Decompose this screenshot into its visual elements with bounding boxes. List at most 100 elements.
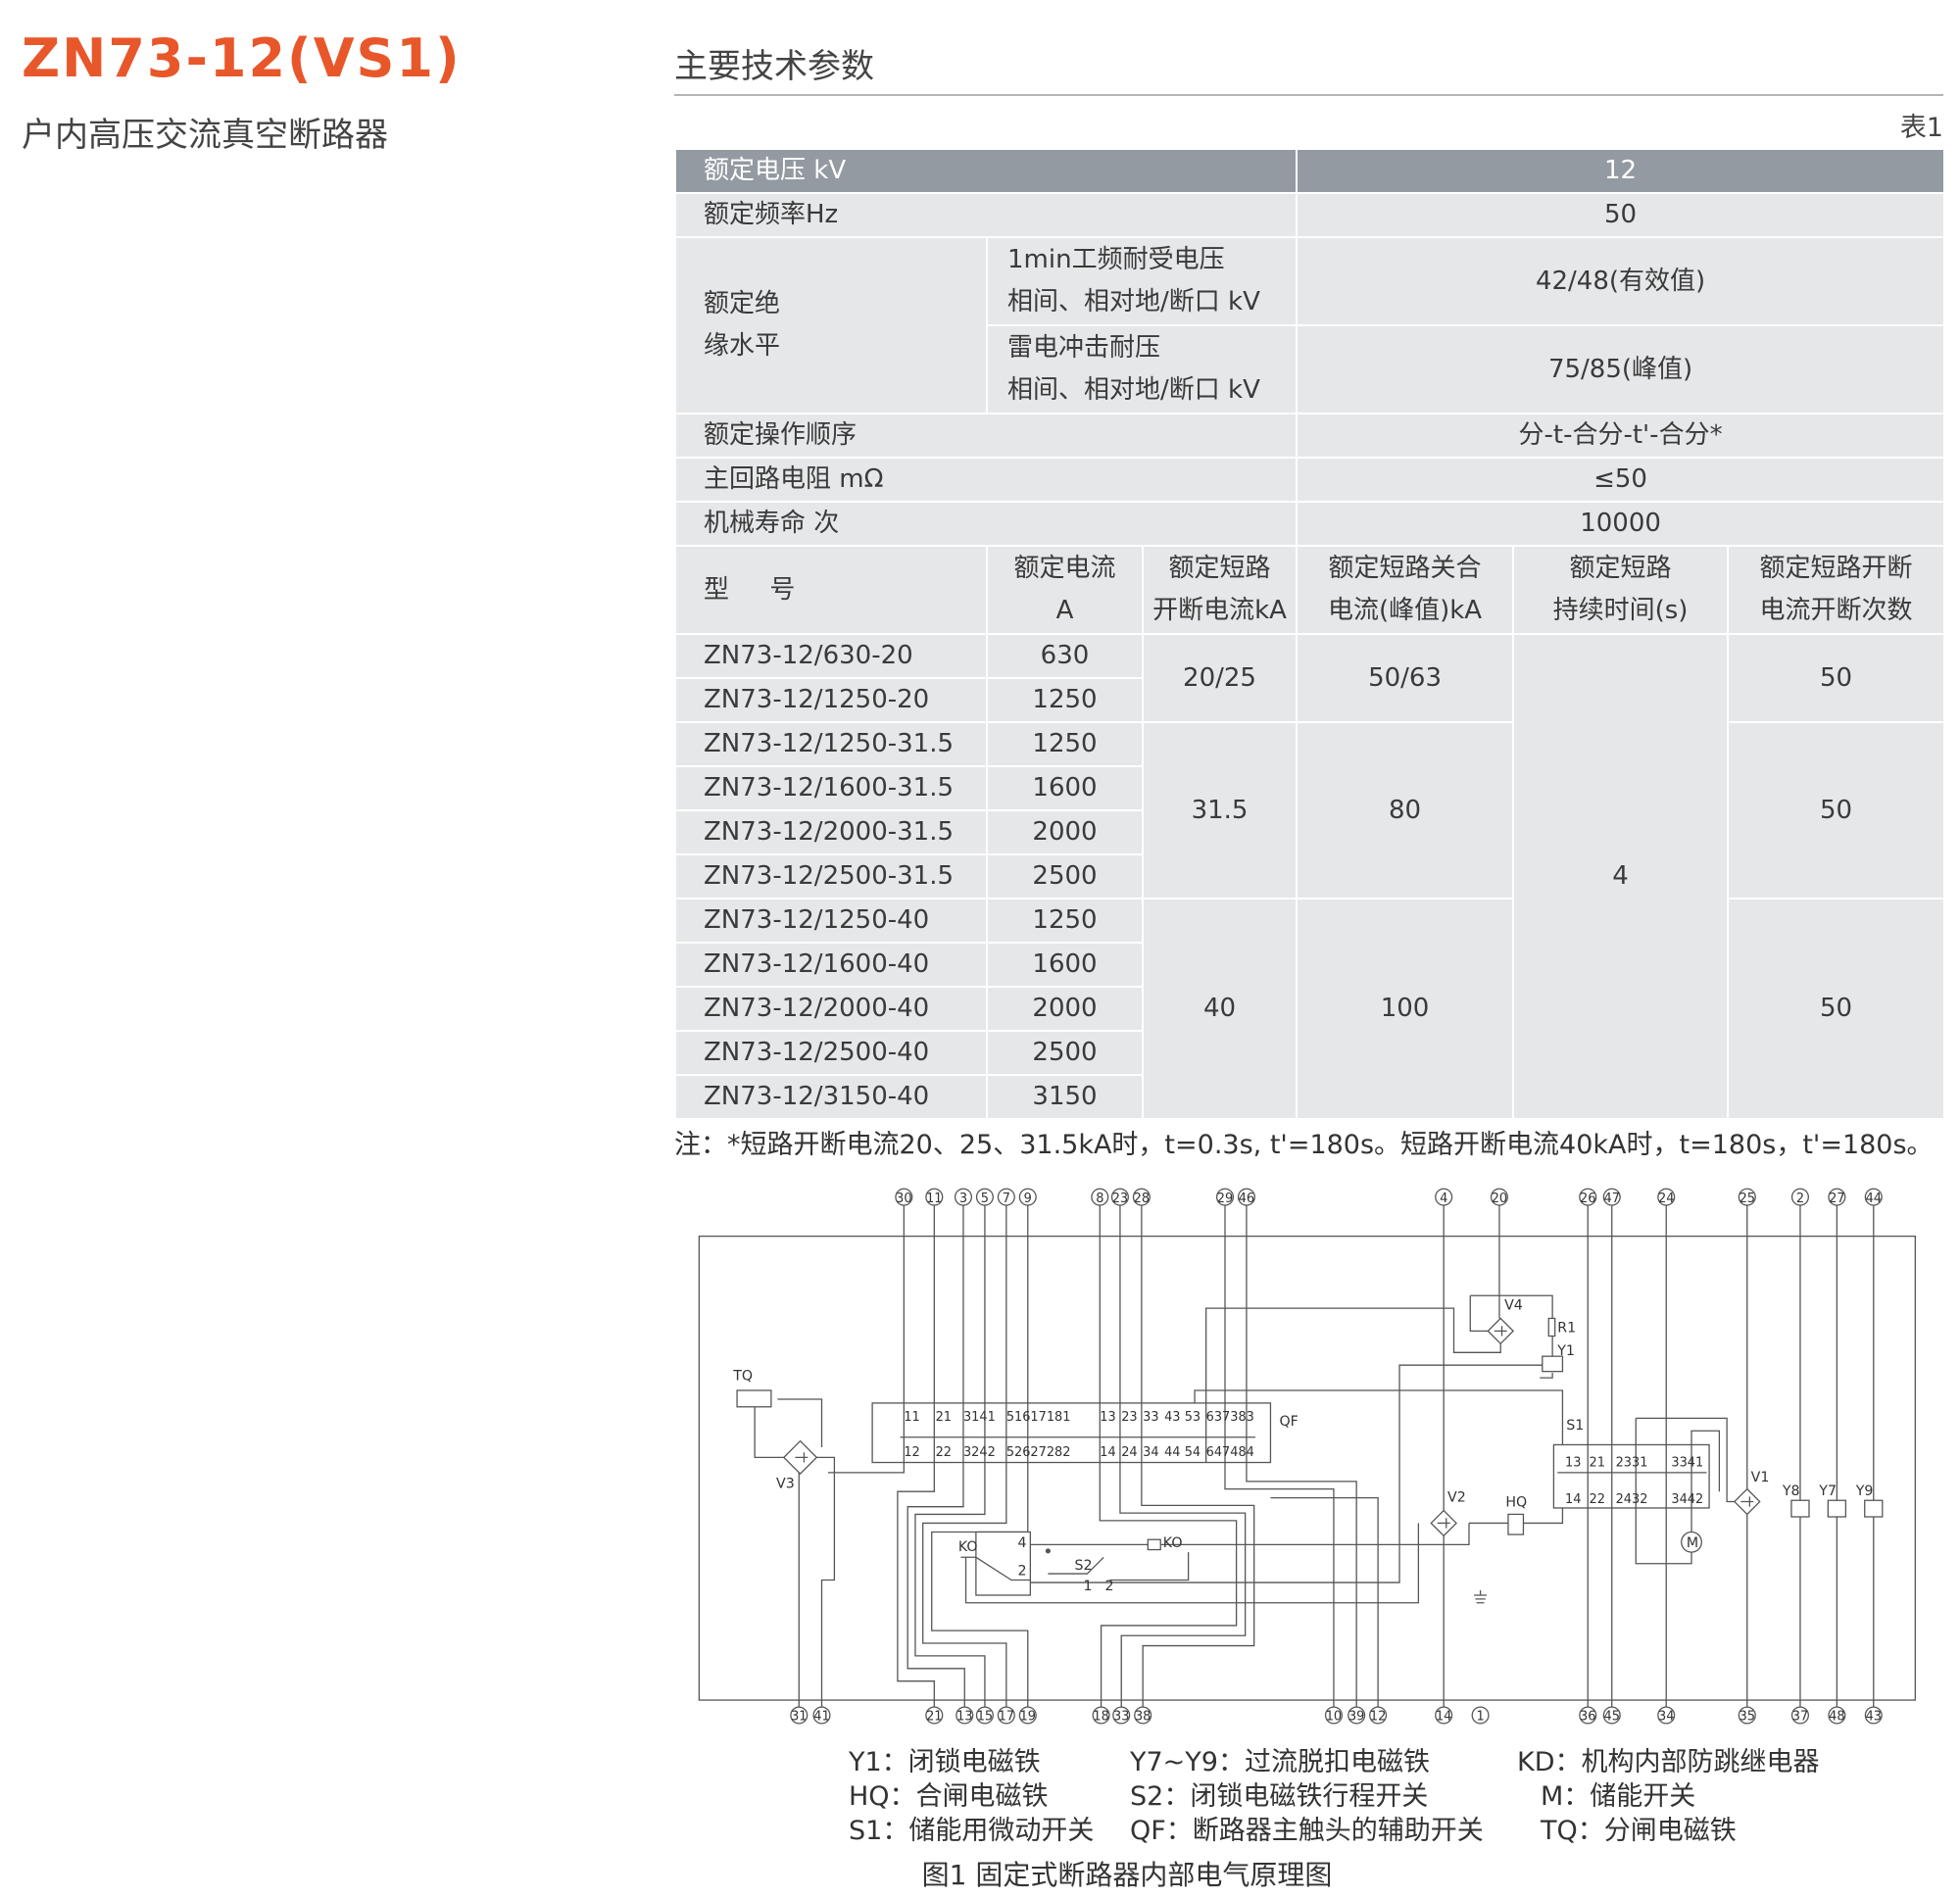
terminal-circle	[1237, 1188, 1255, 1206]
model-cell: ZN73-12/3150-40	[674, 1074, 988, 1120]
legend-item: Y7~Y9：过流脱扣电磁铁	[1130, 1747, 1430, 1777]
terminal-label: 14	[1436, 1710, 1451, 1725]
motor-icon	[1681, 1531, 1702, 1553]
terminal-circle	[1018, 1188, 1037, 1206]
qf-contact-label: 43	[1164, 1410, 1180, 1425]
component-label-s1: 1	[1084, 1579, 1093, 1594]
s1-contact-label: 3442	[1671, 1492, 1703, 1507]
v4-bridge	[1487, 1317, 1515, 1345]
terminal-label: 15	[977, 1710, 993, 1725]
component-label-y1: Y1	[1556, 1343, 1575, 1359]
legend-item: HQ：合闸电磁铁	[849, 1781, 1049, 1812]
terminal-label: 12	[1370, 1710, 1386, 1725]
terminal-circle	[1369, 1706, 1388, 1725]
terminal-label: 21	[926, 1710, 942, 1725]
terminal-circle	[975, 1706, 994, 1725]
current-cell: 3150	[986, 1074, 1144, 1120]
terminal-label: 27	[1829, 1192, 1844, 1206]
header-line: 电流(峰值)kA	[1327, 596, 1483, 625]
terminal-label: 34	[1658, 1710, 1674, 1725]
v2-bridge	[1430, 1509, 1457, 1537]
terminal-label: 41	[813, 1710, 829, 1725]
terminal-circle	[1657, 1188, 1676, 1206]
terminal-circle	[1864, 1188, 1883, 1206]
qf-contact-label: 14	[1100, 1445, 1115, 1460]
s1-contact-label: 21	[1590, 1455, 1605, 1470]
table-row: 主回路电阻 mΩ ≤50	[673, 457, 1946, 503]
model-cell: ZN73-12/1250-31.5	[674, 721, 988, 767]
terminal-label: 1	[1476, 1710, 1484, 1725]
terminal-circle	[1828, 1706, 1846, 1725]
terminal-circle	[1435, 1706, 1453, 1725]
value-cell: ≤50	[1296, 457, 1946, 503]
model-cell: ZN73-12/1250-20	[674, 677, 988, 723]
qf-contact-label: 51617181	[1006, 1410, 1071, 1425]
table-row: 额定频率Hz 50	[673, 192, 1946, 238]
table-row: 雷电冲击耐压相间、相对地/断口 kV 75/85(峰值)	[675, 324, 1946, 414]
terminal-label: 8	[1096, 1192, 1103, 1206]
terminal-circle	[1435, 1188, 1453, 1206]
terminal-circle	[1790, 1706, 1809, 1725]
component-label-ko_b: KO	[1163, 1535, 1183, 1551]
terminal-label: 10	[1326, 1710, 1342, 1725]
header-line: A	[1055, 596, 1074, 625]
component-label-v1: V1	[1751, 1470, 1770, 1485]
qf-contact-label: 34	[1143, 1445, 1158, 1460]
component-label-tq: TQ	[732, 1369, 753, 1385]
terminal-circle	[1471, 1706, 1490, 1725]
current-cell: 1250	[986, 677, 1144, 723]
table-row: 机械寿命 次 10000	[673, 501, 1946, 547]
terminal-circle	[1018, 1706, 1037, 1725]
terminal-label: 39	[1348, 1710, 1364, 1725]
terminal-label: 26	[1580, 1192, 1595, 1206]
component-label-k2: 2	[1017, 1563, 1026, 1579]
component-label-v4: V4	[1504, 1297, 1523, 1313]
header-line: 额定短路	[1168, 554, 1271, 583]
component-label-s2: S2	[1075, 1558, 1093, 1574]
count-cell: 50	[1727, 633, 1946, 723]
terminal-label: 13	[956, 1710, 972, 1725]
component-label-y9: Y9	[1855, 1484, 1874, 1499]
terminal-circle	[1579, 1188, 1597, 1206]
terminal-label: 3	[959, 1192, 967, 1206]
current-cell: 630	[986, 633, 1144, 679]
qf-switch-block	[871, 1402, 1272, 1464]
current-cell: 1600	[986, 765, 1144, 811]
value-cell: 12	[1296, 148, 1946, 194]
terminal-label: 9	[1024, 1192, 1032, 1206]
current-cell: 2500	[986, 853, 1144, 900]
insulation-label: 额定绝缘水平	[674, 236, 988, 414]
component-label-s1: S1	[1566, 1418, 1584, 1434]
label-line: 额定绝	[704, 289, 781, 318]
component-label-qf: QF	[1279, 1414, 1298, 1430]
v1-bridge	[1733, 1487, 1761, 1516]
component-label-ko_a: KO	[958, 1539, 978, 1555]
current-cell: 2500	[986, 1030, 1144, 1076]
current-cell: 1250	[986, 721, 1144, 767]
qf-contact-label: 12	[904, 1445, 919, 1460]
terminal-circle	[1490, 1188, 1508, 1206]
s1-switch-block	[1552, 1443, 1710, 1509]
terminal-label: 36	[1580, 1710, 1595, 1725]
model-cell: ZN73-12/1250-40	[674, 898, 988, 944]
model-cell: ZN73-12/2000-31.5	[674, 809, 988, 855]
terminal-circle	[997, 1188, 1015, 1206]
terminal-label: 30	[896, 1192, 911, 1206]
header-duration: 额定短路持续时间(s)	[1512, 545, 1730, 635]
value-cell: 分-t-合分-t'-合分*	[1296, 413, 1946, 459]
terminal-label: 5	[981, 1192, 989, 1206]
terminal-label: 37	[1792, 1710, 1808, 1725]
legend-item: Y1：闭锁电磁铁	[849, 1747, 1041, 1777]
y8-coil	[1790, 1499, 1810, 1518]
component-label-y7: Y7	[1818, 1484, 1837, 1499]
terminal-circle	[956, 1706, 974, 1725]
label-line: 缘水平	[704, 331, 781, 361]
legend-item: TQ：分闸电磁铁	[1541, 1816, 1737, 1846]
